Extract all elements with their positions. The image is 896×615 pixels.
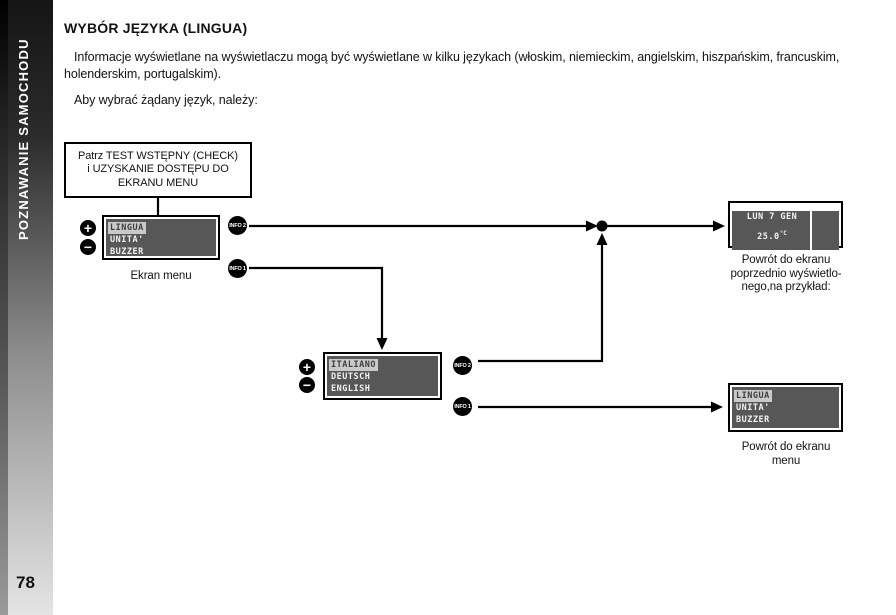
check-reference-box: Patrz TEST WSTĘPNY (CHECK) i UZYSKANIE D… — [64, 142, 252, 198]
menu-item-selected: LINGUA — [108, 222, 146, 234]
info2-button: INFO 2 — [453, 356, 472, 375]
page-number: 78 — [16, 573, 35, 592]
sidebar-edge-strip — [0, 0, 8, 615]
plus-button-icon: + — [299, 359, 315, 375]
intro-paragraph: Informacje wyświetlane na wyświetlaczu m… — [64, 49, 882, 83]
language-item: ENGLISH — [331, 384, 371, 394]
lcd-panel: LINGUA UNITA' BUZZER — [732, 387, 839, 428]
temperature-value: 25.0 — [757, 231, 780, 242]
menu-display: LINGUA UNITA' BUZZER — [102, 215, 220, 260]
previous-screen-caption: Powrót do ekranu poprzednio wyświetlo- n… — [706, 254, 866, 295]
info1-button: INFO 1 — [228, 259, 247, 278]
info1-button: INFO 1 — [453, 397, 472, 416]
caption-line: nego,na przykład: — [741, 281, 831, 293]
info2-button: INFO 2 — [228, 216, 247, 235]
caption-line: Powrót do ekranu — [741, 441, 831, 453]
menu-item: BUZZER — [736, 415, 770, 425]
lcd-panel: LINGUA UNITA' BUZZER — [106, 219, 216, 257]
chapter-title-vertical: POZNAWANIE SAMOCHODU — [16, 38, 31, 240]
menu-item-selected: LINGUA — [734, 390, 772, 402]
return-menu-display: LINGUA UNITA' BUZZER — [728, 383, 843, 432]
return-menu-caption: Powrót do ekranu menu — [706, 441, 866, 468]
chapter-sidebar — [8, 0, 53, 615]
temperature-unit: °C — [779, 230, 787, 237]
instruction-lead-in: Aby wybrać żądany język, należy: — [74, 93, 258, 107]
caption-line: poprzednio wyświetlo- — [730, 267, 842, 280]
minus-button-icon: − — [80, 239, 96, 255]
menu-item: BUZZER — [110, 247, 144, 257]
plus-button-icon: + — [80, 220, 96, 236]
check-reference-line: i UZYSKANIE DOSTĘPU DO — [87, 163, 229, 176]
caption-line: Powrót do ekranu — [741, 254, 831, 266]
menu-display-caption: Ekran menu — [130, 270, 192, 282]
menu-item: UNITA' — [110, 235, 144, 245]
paragraph-line: holenderskim, portugalskim). — [64, 67, 221, 81]
check-reference-line: EKRANU MENU — [117, 176, 199, 189]
language-display: ITALIANO DEUTSCH ENGLISH — [323, 352, 442, 400]
lcd-date: LUN 7 GEN — [746, 212, 798, 222]
lcd-divider — [810, 211, 812, 250]
lcd-panel: LUN 7 GEN 25.0°C — [732, 211, 839, 250]
paragraph-line: Informacje wyświetlane na wyświetlaczu m… — [74, 50, 840, 64]
section-title: WYBÓR JĘZYKA (LINGUA) — [64, 20, 248, 36]
check-reference-line: Patrz TEST WSTĘPNY (CHECK) — [78, 149, 238, 162]
caption-line: menu — [771, 454, 801, 467]
lcd-panel: ITALIANO DEUTSCH ENGLISH — [327, 356, 438, 396]
lcd-temperature: 25.0°C — [732, 228, 812, 243]
language-item: DEUTSCH — [331, 372, 371, 382]
menu-item: UNITA' — [736, 403, 770, 413]
language-item-selected: ITALIANO — [329, 359, 378, 371]
previous-screen-display: LUN 7 GEN 25.0°C — [728, 201, 843, 250]
minus-button-icon: − — [299, 377, 315, 393]
